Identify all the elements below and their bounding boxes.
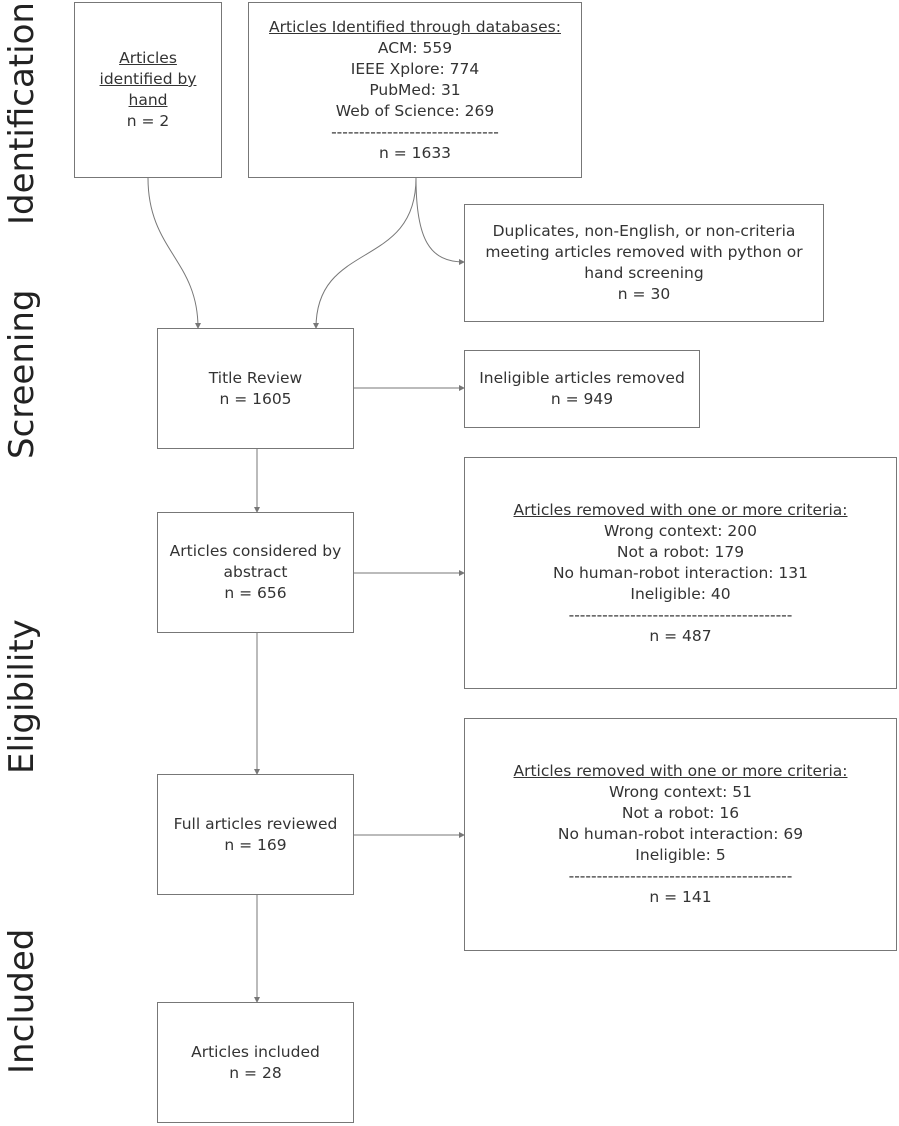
arrow-db-to-duplicates (415, 177, 465, 265)
fulltext-removed-title: Articles removed with one or more criter… (513, 762, 848, 780)
hand-count: n = 2 (126, 112, 170, 130)
abstract-count: n = 656 (224, 584, 287, 602)
fulltext-removed-item: No human-robot interaction: 69 (557, 825, 804, 843)
abstract-line: Articles considered by (169, 542, 342, 560)
abstract-removed-item: Ineligible: 40 (630, 584, 731, 603)
title-review-count: n = 1605 (219, 389, 292, 408)
hand-identified-box: Articles identified by hand n = 2 (74, 2, 222, 178)
ineligible-label: Ineligible articles removed (479, 369, 685, 387)
duplicates-line: meeting articles removed with python or (485, 243, 803, 261)
hand-title-line: hand (128, 91, 168, 109)
db-title: Articles Identified through databases: (269, 17, 561, 36)
fulltext-removed-count: n = 141 (649, 888, 712, 906)
fulltext-removed-item: Not a robot: 16 (621, 804, 740, 822)
fulltext-removed-divider: ---------------------------------------- (568, 867, 793, 885)
duplicates-count: n = 30 (617, 285, 671, 303)
duplicates-removed-box: Duplicates, non-English, or non-criteria… (464, 204, 824, 322)
hand-title-line: identified by (99, 70, 197, 88)
fulltext-review-box: Full articles reviewed n = 169 (157, 774, 354, 895)
abstract-line: abstract (223, 563, 288, 581)
db-item: ACM: 559 (377, 38, 453, 57)
fulltext-count: n = 169 (224, 835, 287, 854)
db-item: IEEE Xplore: 774 (350, 59, 480, 78)
abstract-review-box: Articles considered by abstract n = 656 (157, 512, 354, 633)
arrow-hand-to-title (147, 177, 201, 329)
fulltext-removed-item: Ineligible: 5 (635, 846, 726, 864)
database-identified-box: Articles Identified through databases: A… (248, 2, 582, 178)
abstract-removed-count: n = 487 (649, 626, 712, 645)
db-count: n = 1633 (378, 143, 452, 162)
duplicates-line: Duplicates, non-English, or non-criteria (492, 222, 796, 240)
ineligible-count: n = 949 (550, 390, 614, 408)
fulltext-label: Full articles reviewed (173, 814, 338, 833)
title-review-label: Title Review (208, 368, 303, 387)
arrow-db-to-title (313, 177, 417, 329)
included-box: Articles included n = 28 (157, 1002, 354, 1123)
fulltext-removed-item: Wrong context: 51 (608, 783, 753, 801)
db-divider: ------------------------------ (331, 122, 499, 141)
db-item: Web of Science: 269 (335, 101, 495, 120)
title-review-box: Title Review n = 1605 (157, 328, 354, 449)
abstract-removed-box: Articles removed with one or more criter… (464, 457, 897, 689)
duplicates-line: hand screening (584, 264, 704, 282)
abstract-removed-divider: ---------------------------------------- (568, 605, 793, 624)
hand-title-line: Articles (119, 49, 177, 67)
included-label: Articles included (191, 1042, 320, 1061)
abstract-removed-item: Wrong context: 200 (604, 521, 757, 540)
abstract-removed-item: No human-robot interaction: 131 (552, 563, 809, 582)
abstract-removed-title: Articles removed with one or more criter… (513, 500, 848, 519)
db-item: PubMed: 31 (369, 80, 461, 99)
included-count: n = 28 (229, 1063, 282, 1082)
ineligible-removed-box: Ineligible articles removed n = 949 (464, 350, 700, 428)
fulltext-removed-box: Articles removed with one or more criter… (464, 718, 897, 951)
abstract-removed-item: Not a robot: 179 (616, 542, 745, 561)
